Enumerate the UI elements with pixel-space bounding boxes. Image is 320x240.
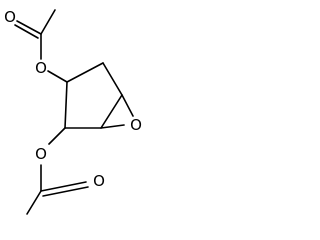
bond-top-carbonyl-double-b [14,24,39,39]
bond-top-carbonyl-double-a [16,20,42,35]
bond-bottom-carbonyl-double-a [40,181,87,192]
atom-label-epoxide-oxygen: O [130,116,142,134]
bond-bottom-methyl [26,190,42,215]
bond-epoxide-c4-o [100,124,125,129]
bond-ring-c1-c2 [66,62,104,83]
structure-diagram: O O O O O [0,0,168,225]
bond-bottom-carbonyl-double-b [42,186,89,197]
atom-label-carbonyl-oxygen-top: O [4,8,16,26]
atom-label-ester-oxygen-bottom: O [35,145,47,163]
bond-bottom-ring-ester [48,127,66,145]
atom-label-ester-oxygen-top: O [35,59,47,77]
bond-ring-c2-c3 [102,62,123,96]
bond-top-methyl [40,9,56,35]
molecule-drawing: O O O O O [4,8,142,215]
atom-label-carbonyl-oxygen-bottom: O [93,172,105,190]
bond-ring-c5-c1 [64,81,68,129]
bond-epoxide-c3-o [121,94,134,117]
bond-ring-c3-c4 [100,94,123,129]
bond-top-ester-ring [47,70,68,83]
